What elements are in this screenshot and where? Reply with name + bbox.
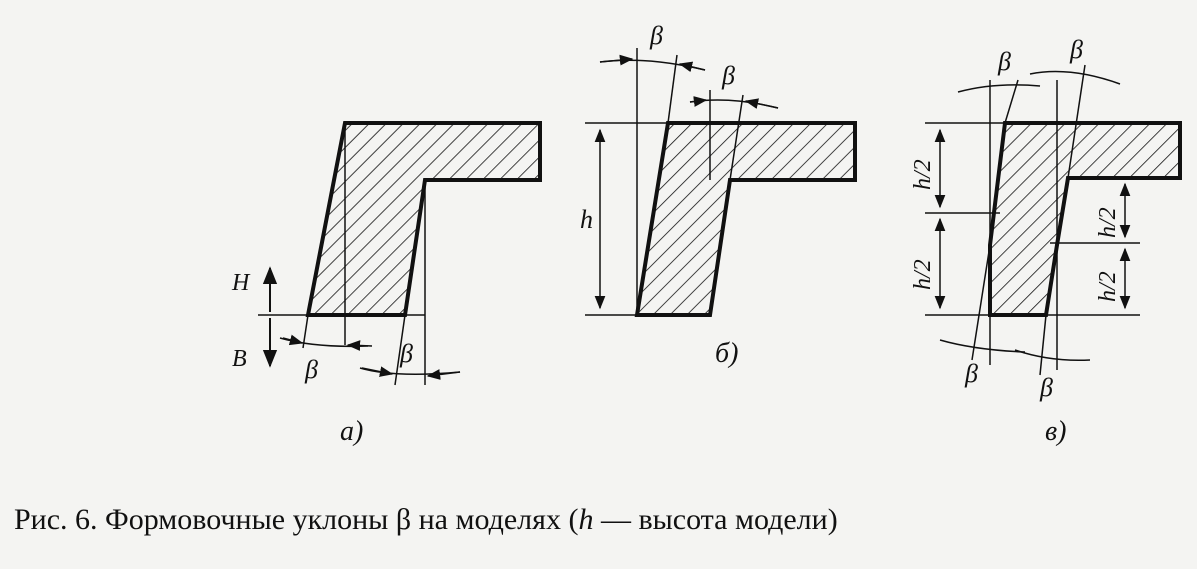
panel-v-label: в) [1045, 416, 1066, 447]
caption-h: h [578, 503, 594, 536]
panel-v-beta-top-left: β [997, 47, 1011, 76]
panel-v-extension-line [1039, 314, 1047, 376]
panel-v-half-bottom-right: h/2 [1095, 271, 1121, 302]
panel-v-angle-arc-bottom-left [939, 339, 1026, 353]
panel-b-part [634, 121, 857, 317]
panel-b-extension-line [667, 54, 678, 124]
panel-v-half-bottom-left: h/2 [910, 259, 936, 290]
panel-v-half-top-right: h/2 [1095, 207, 1121, 238]
panel-b-angle-arc-right [689, 99, 779, 109]
panel-a-part [305, 121, 542, 317]
figure-caption: Рис. 6. Формовочные уклоны β на моделях … [14, 503, 1184, 537]
panel-v: h/2 h/2 h/2 h/2 β β β β в) [910, 35, 1182, 447]
panel-a-angle-arrow [361, 366, 394, 377]
panel-a-angle-arrow [426, 369, 461, 380]
panel-a-angle-arrow [346, 340, 373, 351]
panel-v-angle-arc-top-right [1029, 70, 1121, 85]
panel-v-extension-line [1067, 64, 1086, 179]
panel-v-angle-arc-bottom-right [1014, 349, 1091, 362]
panel-b-h-label: h [580, 205, 593, 234]
panel-v-beta-top-right: β [1069, 35, 1083, 64]
panel-a-b-label: B [232, 346, 247, 372]
panel-v-beta-bottom-right: β [1039, 373, 1053, 402]
panel-b-angle-arrow [678, 61, 706, 73]
panel-b-beta-right: β [721, 61, 735, 90]
panel-b-angle-arrow [689, 96, 708, 107]
panel-v-beta-bottom-left: β [964, 359, 978, 388]
panel-b-angle-arc-left [599, 59, 706, 71]
panel-b-angle-arrow [599, 54, 634, 66]
panel-b-label: б) [715, 338, 738, 369]
panel-a: H B β β а) [231, 121, 542, 447]
panel-a-h-label: H [231, 270, 251, 296]
panel-v-extension-line [1004, 79, 1019, 124]
panel-v-part [988, 121, 1182, 317]
panel-a-beta-right: β [399, 339, 413, 368]
caption-prefix: Рис. 6. Формовочные уклоны β на моделях … [14, 503, 579, 536]
panel-a-beta-left: β [304, 355, 318, 384]
panel-b: h β β б) [580, 21, 857, 369]
panel-a-label: а) [340, 416, 363, 447]
panel-v-extension-line [971, 244, 991, 361]
panel-b-extension-line [729, 94, 744, 181]
caption-suffix: — высота модели) [593, 503, 838, 536]
panel-b-angle-arrow [744, 98, 779, 109]
panel-b-beta-left: β [649, 21, 663, 50]
panel-a-angle-arrow [282, 334, 304, 346]
panel-v-half-top-left: h/2 [910, 159, 936, 190]
panel-v-angle-arc-top-left [957, 84, 1041, 93]
